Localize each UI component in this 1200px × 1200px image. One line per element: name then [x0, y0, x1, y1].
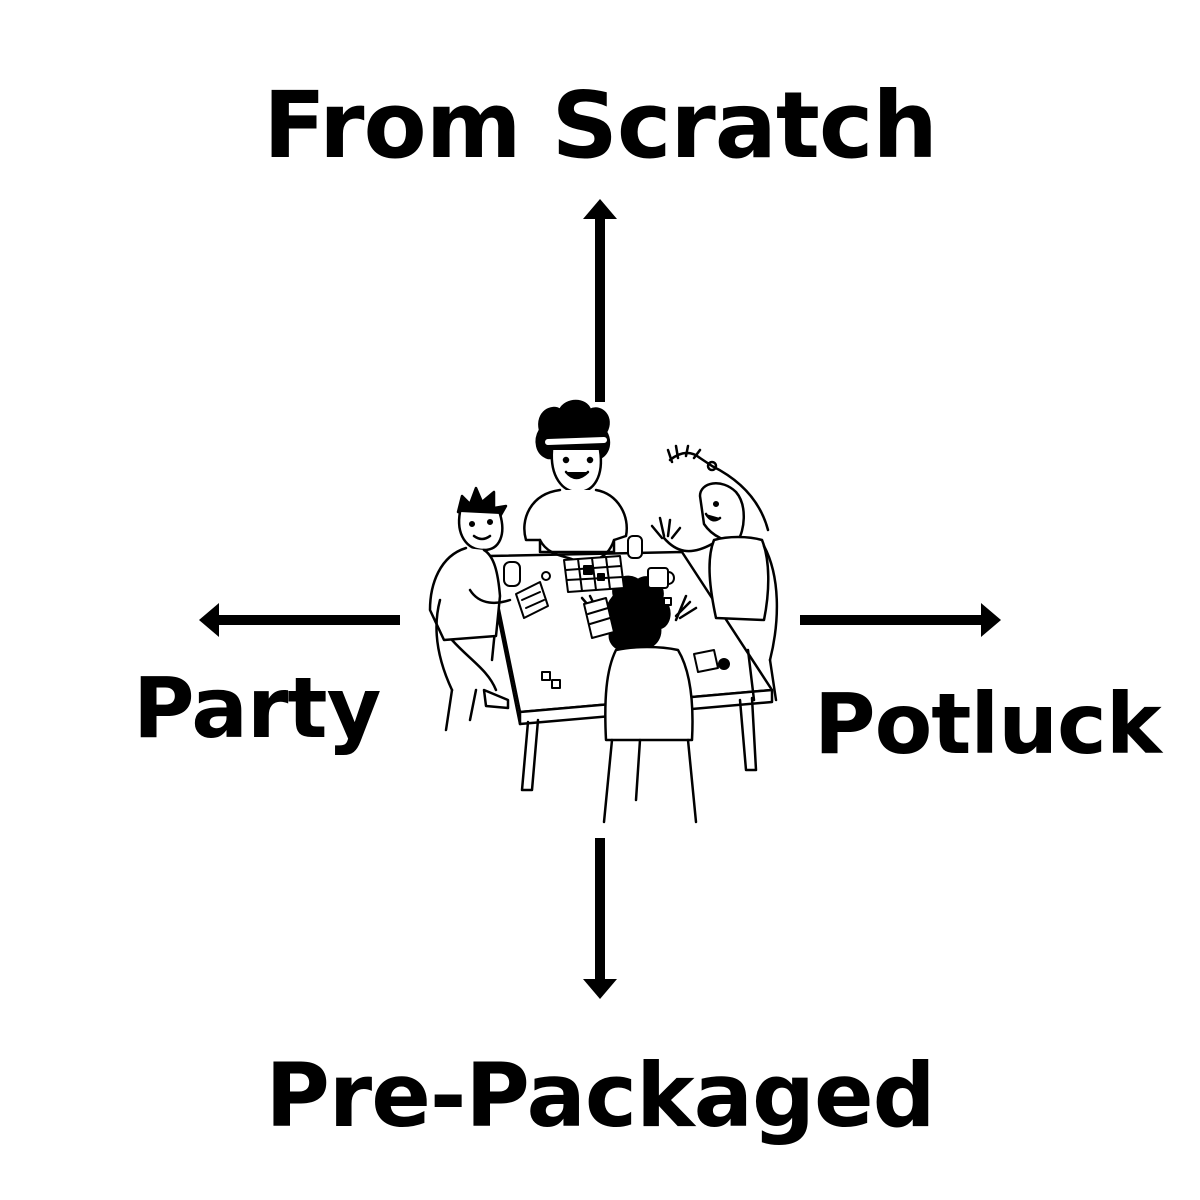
arrow-right-icon	[800, 603, 1001, 637]
person-front-icon	[580, 575, 698, 824]
axis-label-right: Potluck	[814, 675, 1162, 773]
arrow-left-icon	[199, 603, 400, 637]
arrow-up-icon	[583, 199, 617, 402]
game-cards-icon	[515, 581, 719, 673]
person-right-icon	[650, 444, 779, 702]
person-standing-icon	[523, 399, 628, 562]
dice-icon	[541, 571, 730, 689]
game-board-icon	[563, 555, 625, 593]
axis-label-bottom: Pre-Packaged	[265, 1044, 935, 1147]
axis-label-left: Party	[133, 659, 381, 757]
person-left-icon	[428, 486, 512, 732]
can-icon	[503, 535, 643, 587]
arrow-down-icon	[583, 838, 617, 999]
axis-label-top: From Scratch	[263, 72, 938, 179]
mug-icon	[647, 567, 675, 589]
